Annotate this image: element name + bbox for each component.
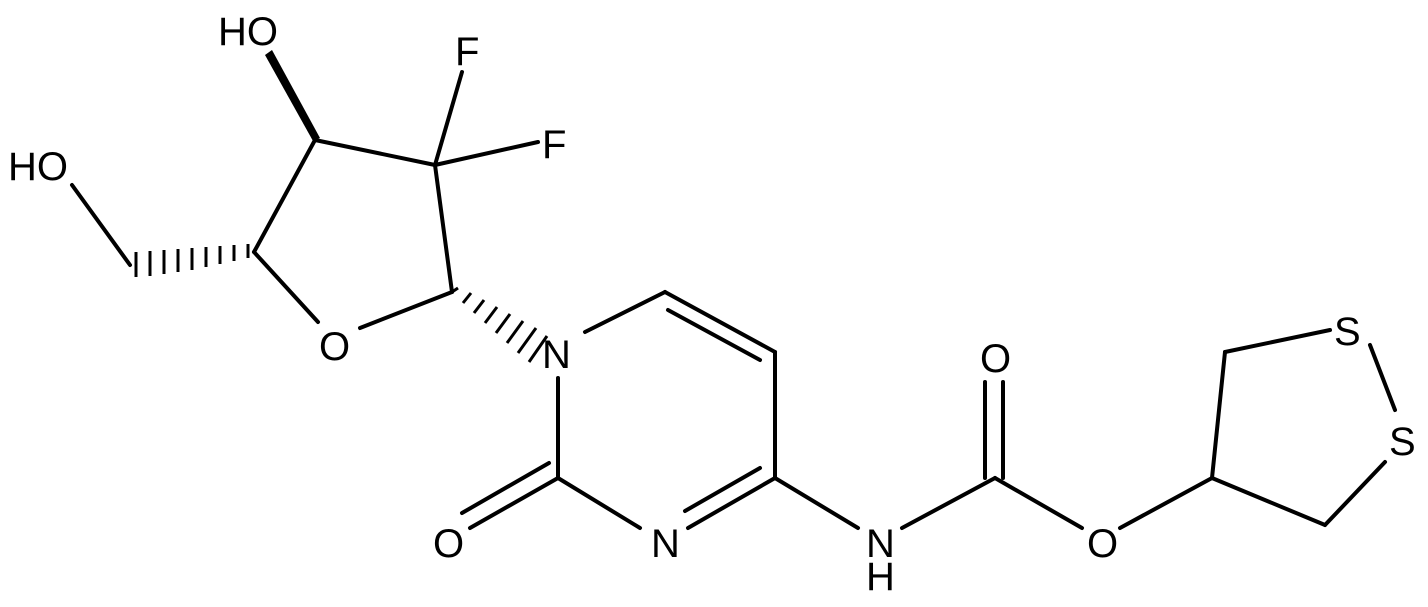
bond-c4-n3-double (683, 466, 762, 513)
hash-bond-c1-n1 (451, 286, 549, 363)
bond-c6-c5-double (666, 308, 762, 362)
pyrimidine-ring-bonds (556, 290, 777, 530)
bond-c2-o (468, 476, 560, 530)
bond-c2-c1 (433, 163, 454, 294)
atom-label-s-lower: S (1389, 420, 1416, 464)
bond-c2-f-lower (433, 140, 540, 167)
atom-label-n3: N (651, 522, 680, 566)
bond-ch2-lower-ch (1210, 476, 1327, 527)
atom-label-f-lower: F (542, 123, 566, 167)
hash-bond-c4-ch2 (134, 244, 250, 277)
sugar-ring-bonds (252, 138, 454, 330)
bond-s-s (1368, 343, 1397, 412)
bond-c4-c3 (252, 138, 317, 254)
atom-label-o-carbonyl: O (433, 522, 464, 566)
bond-c6-c5 (663, 290, 777, 354)
atom-label-oh-top: HO (218, 10, 278, 54)
bond-o-ch (1118, 476, 1214, 530)
dithiolane-ring-bonds (1210, 328, 1397, 527)
bond-c4-nh (773, 476, 860, 530)
bond-ch2-oh (70, 183, 132, 267)
bond-c2-o-double (460, 461, 551, 515)
bond-c4-n3 (686, 476, 777, 530)
bond-c2-f-upper (433, 70, 464, 167)
bond-c-o-ester (993, 476, 1084, 530)
bond-n1-c6 (583, 290, 667, 334)
bond-n3-c2 (556, 476, 642, 530)
atom-label-f-upper: F (455, 30, 479, 74)
atom-label-s-upper: S (1334, 310, 1361, 354)
bond-s-lower-ch2 (1323, 460, 1387, 527)
bond-ch2-s-upper (1223, 328, 1332, 354)
bond-nh-c (900, 476, 997, 530)
atom-label-o-carbamate: O (980, 337, 1011, 381)
bond-o-c4 (252, 250, 320, 324)
atom-label-n1: N (542, 333, 571, 377)
atom-label-nh-h: H (866, 555, 895, 599)
atom-label-nh-n: N (866, 522, 895, 566)
atom-label-o-ring: O (319, 325, 350, 369)
wedge-bond-c3-oh (265, 50, 320, 141)
atom-label-ho-left: HO (8, 145, 68, 189)
bond-c1-o (358, 290, 454, 330)
atom-label-o-ester: O (1087, 522, 1118, 566)
bond-ch-ch2-upper (1210, 350, 1227, 480)
bond-c3-c2 (313, 138, 437, 167)
